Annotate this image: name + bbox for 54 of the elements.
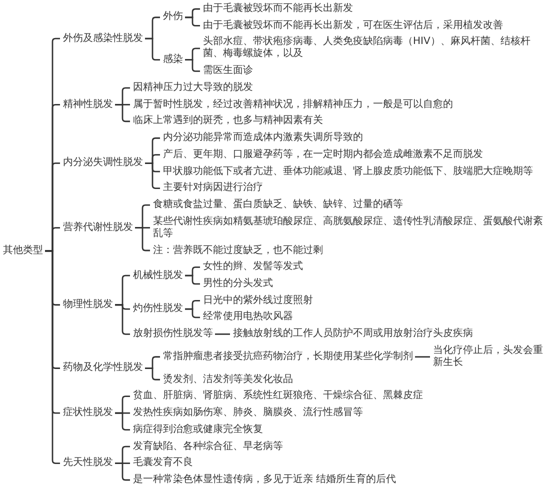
note-text: 属于暂时性脱发，经过改善精神状况，排解精神压力，一般是可以自愈的 (133, 98, 453, 111)
note-text: 毛囊发育不良 (133, 457, 193, 470)
note-text: 日光中的紫外线过度照射 (203, 294, 313, 307)
branch-topic: 灼伤性脱发 (133, 303, 183, 316)
note-text: 接触放射线的工作人员防护不周或用放射治疗头皮疾病 (233, 328, 473, 340)
connector-line (185, 59, 200, 72)
connector-line (185, 16, 200, 26)
connector-line (145, 368, 160, 380)
note-text: 某些代谢性疾病如精氨基琥珀酸尿症、高胱氨酸尿症、遗传性乳清酸尿症、蛋氨酸代谢紊乱等 (153, 216, 550, 240)
branch-topic: 营养代谢性脱发 (63, 222, 133, 234)
note-text: 内分泌功能异常而造成体内激素失调所导致的 (163, 132, 363, 144)
branch-topic: 内分泌失调性脱发 (63, 157, 143, 170)
connector-line (145, 162, 160, 189)
note-text: 发育缺陷、各种综合征、早老病等 (133, 440, 283, 453)
branch-topic: 外伤 (163, 11, 183, 24)
note-text: 头部水痘、带状疱疹病毒、人类免疫缺陷病毒（HIV）、麻风杆菌、结核杆菌、梅毒螺旋体，以及 (203, 36, 550, 60)
note-text: 由于毛囊被毁坏而不能再长出新发，可在医生评估后，采用植发改善 (203, 20, 503, 32)
note-text: 贫血、肝脏病、肾脏病、系统性红斑狼疮、干燥综合征、黑棘皮症 (133, 390, 423, 402)
note-text: 注：营养既不能过度缺乏，也不能过剩 (153, 244, 323, 256)
connector-line (115, 412, 130, 430)
branch-topic: 常指肿瘤患者接受抗癌药物治疗，长期使用某些化学制剂 (163, 350, 413, 363)
branch-topic: 症状性脱发 (63, 407, 113, 420)
connector-line (185, 274, 200, 285)
note-text: 需医生面诊 (203, 65, 253, 78)
connector-line (185, 308, 200, 318)
note-text: 男性的分头发式 (203, 278, 273, 290)
note-text: 临床上常遇到的斑秃，也多与精神因素有关 (133, 115, 323, 128)
note-text: 病症得到治愈或健康完全恢复 (133, 424, 263, 436)
branch-topic: 药物及化学性脱发 (63, 362, 143, 374)
note-text: 因精神压力过大导致的脱发 (133, 82, 253, 94)
note-text: 食糖或食盐过量、蛋白质缺乏、缺铁、缺锌、过量的硒等 (153, 199, 403, 212)
branch-topic: 精神性脱发 (63, 98, 113, 111)
connector-line (45, 250, 60, 464)
branch-topic: 外伤及感染性脱发 (63, 32, 143, 45)
note-text: 当化疗停止后，头发会重新生长 (433, 344, 550, 369)
note-text: 烫发剂、洁发剂等美发化妆品 (163, 374, 293, 386)
branch-topic: 先天性脱发 (63, 457, 113, 470)
note-text: 是一种常染色体显性遗传病，多见于近亲 结婚所生育的后代 (133, 474, 396, 486)
root-topic: 其他类型 (3, 244, 43, 257)
note-text: 甲状腺功能低下或者亢进、垂体功能减退、肾上腺皮质功能低下、肢端肥大症晚期等 (163, 166, 533, 178)
connector-line (215, 333, 230, 335)
note-text: 经常使用电热吹风器 (203, 311, 293, 324)
note-text: 女性的辫、发髻等发式 (203, 261, 303, 274)
branch-topic: 放射损伤性脱发等 (133, 328, 213, 340)
branch-topic: 感染 (163, 54, 183, 66)
connector-line (415, 356, 430, 358)
branch-topic: 机械性脱发 (133, 270, 183, 282)
note-text: 发热性疾病如肠伤寒、肺炎、脑膜炎、流行性感冒等 (133, 407, 363, 420)
note-text: 由于毛囊被毁坏而不能再长出新发 (203, 3, 353, 15)
note-text: 主要针对病因进行治疗 (163, 182, 263, 194)
note-text: 产后、更年期、口服避孕药等，在一定时期内都会造成雌激素不足而脱发 (163, 148, 483, 161)
branch-topic: 物理性脱发 (63, 298, 113, 311)
connector-line (115, 104, 130, 122)
connector-line (115, 462, 130, 481)
